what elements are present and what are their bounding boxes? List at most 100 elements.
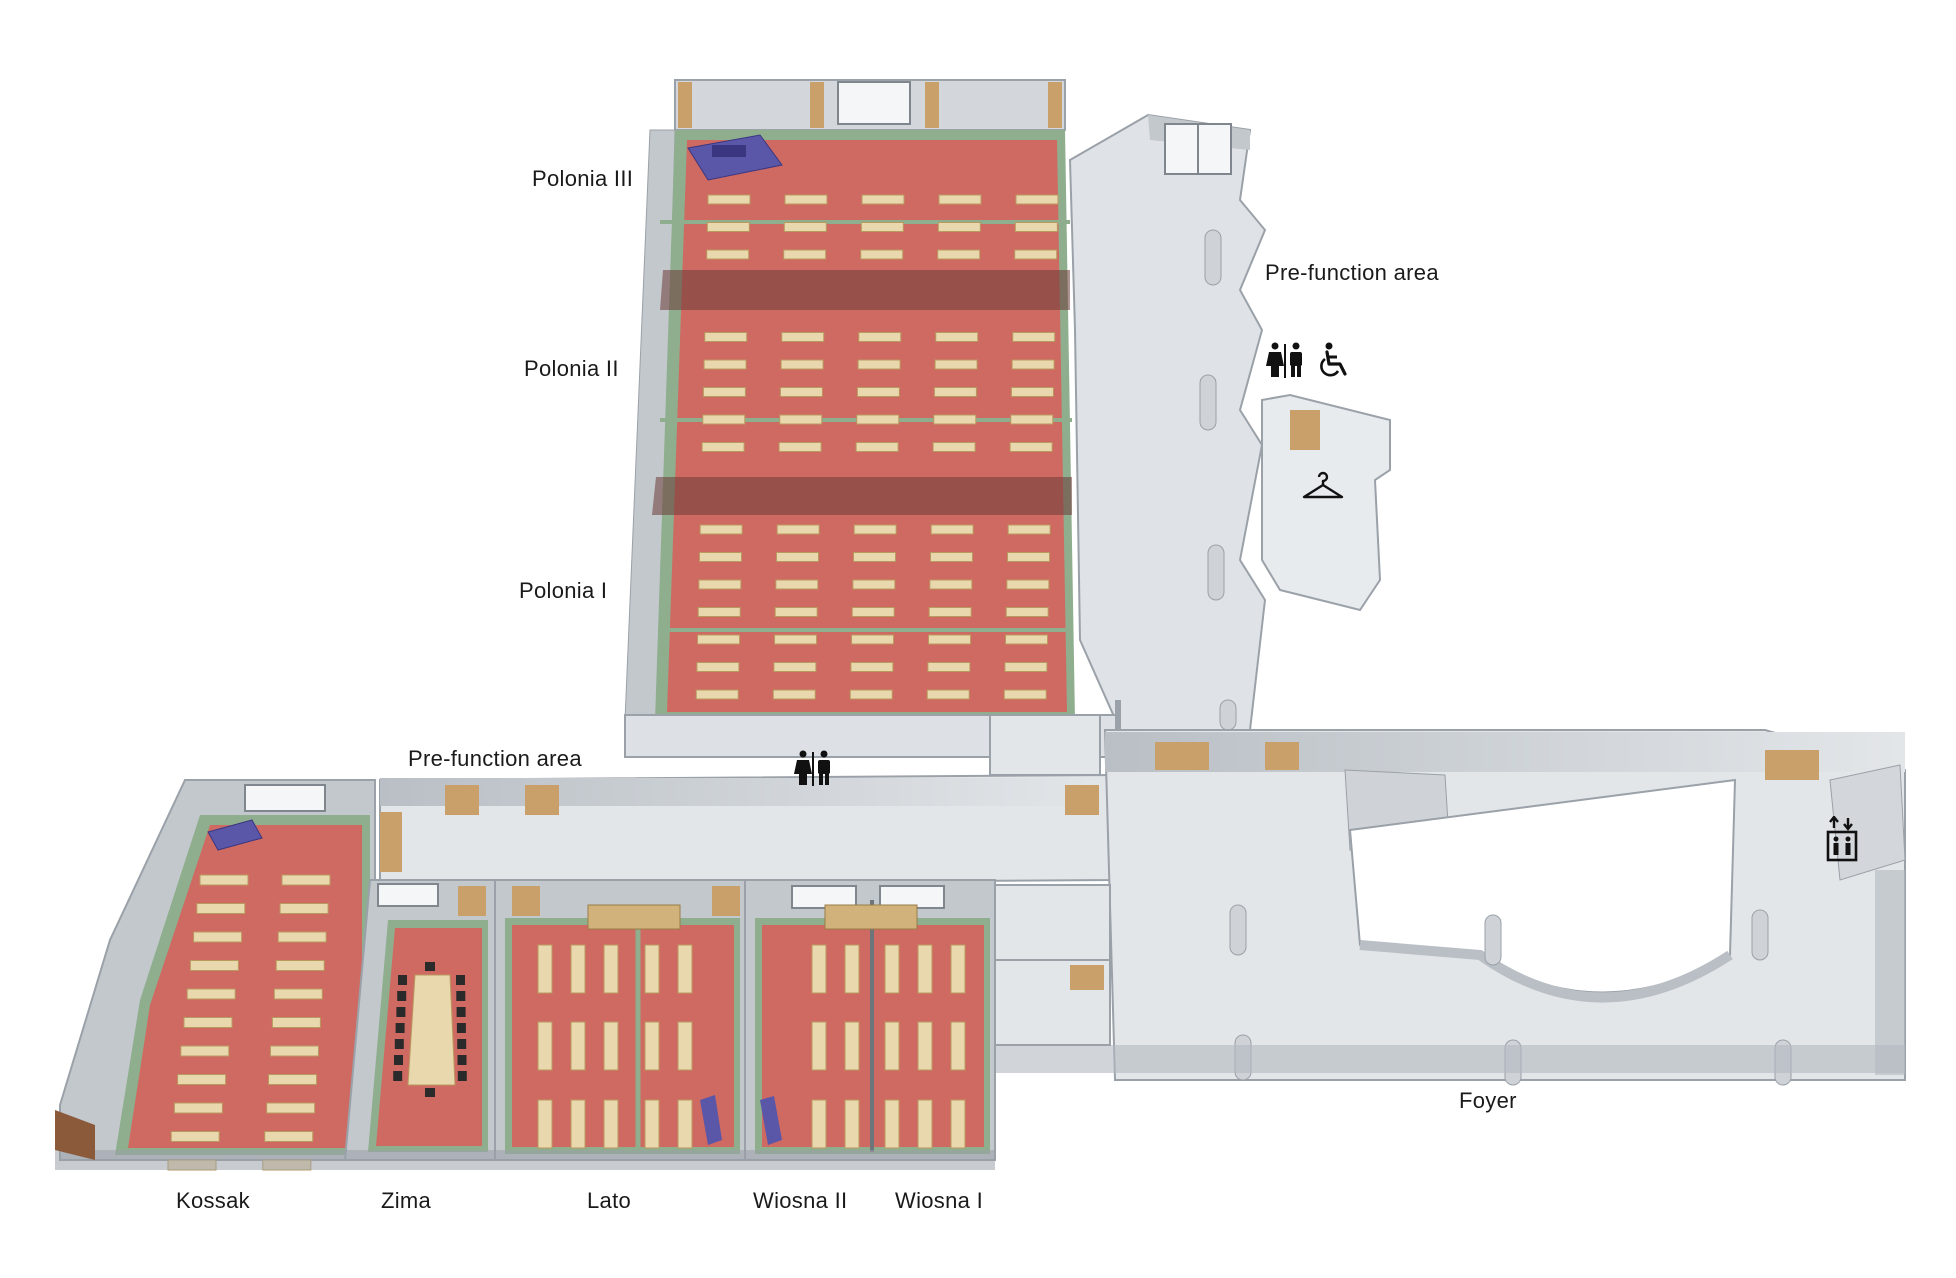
table xyxy=(917,1099,933,1149)
south-facade xyxy=(55,1150,995,1170)
table xyxy=(929,579,973,590)
table xyxy=(199,874,249,886)
table xyxy=(1010,387,1054,397)
table xyxy=(778,442,822,452)
table xyxy=(603,1021,619,1071)
chair xyxy=(456,1007,466,1017)
table xyxy=(776,552,820,562)
table xyxy=(779,414,823,425)
chair xyxy=(393,1071,403,1081)
table xyxy=(273,988,323,1000)
table xyxy=(183,1017,233,1028)
label-foyer: Foyer xyxy=(1459,1088,1517,1113)
table xyxy=(932,442,976,452)
table xyxy=(774,607,818,617)
chair xyxy=(457,1055,467,1065)
table xyxy=(279,903,329,914)
table xyxy=(1005,607,1049,617)
wiosna-rooms xyxy=(744,879,996,1161)
table xyxy=(930,552,974,562)
table xyxy=(1012,332,1056,342)
table xyxy=(701,442,745,452)
chair xyxy=(397,991,407,1001)
table xyxy=(860,249,904,260)
table xyxy=(783,249,827,260)
table xyxy=(603,1099,619,1149)
table xyxy=(699,552,743,562)
table xyxy=(275,960,325,971)
table xyxy=(861,194,905,205)
restroom-icon xyxy=(1265,342,1305,378)
table xyxy=(850,662,894,672)
table xyxy=(917,944,933,994)
table xyxy=(702,414,746,425)
chair xyxy=(425,962,435,971)
label-lato: Lato xyxy=(587,1188,632,1213)
table xyxy=(937,249,981,260)
zima-chairs xyxy=(393,962,467,1097)
table xyxy=(644,1021,660,1071)
chair xyxy=(457,1071,467,1081)
table xyxy=(180,1045,230,1057)
table xyxy=(779,387,823,397)
table xyxy=(570,944,586,994)
table xyxy=(193,931,243,943)
table xyxy=(844,944,860,994)
table xyxy=(917,1021,933,1071)
table xyxy=(537,1021,553,1071)
table xyxy=(697,607,741,617)
table xyxy=(853,552,897,562)
table xyxy=(281,874,331,886)
table xyxy=(851,607,895,617)
table xyxy=(775,579,819,590)
table xyxy=(934,359,978,370)
table xyxy=(772,689,816,700)
table xyxy=(811,1021,827,1071)
table xyxy=(884,1099,900,1149)
table xyxy=(170,1131,220,1142)
lato-tables xyxy=(537,944,693,1149)
east-corridor xyxy=(1068,113,1391,731)
table xyxy=(677,944,693,994)
table xyxy=(774,634,818,645)
table xyxy=(849,689,893,700)
table xyxy=(696,662,740,672)
label-wiosna-i: Wiosna I xyxy=(895,1188,983,1213)
table xyxy=(644,1099,660,1149)
table xyxy=(773,662,817,672)
chair xyxy=(394,1039,404,1049)
table xyxy=(1010,414,1054,425)
chair xyxy=(396,1007,406,1017)
table xyxy=(677,1099,693,1149)
table xyxy=(1006,579,1050,590)
table xyxy=(189,960,239,971)
table xyxy=(703,359,747,370)
foyer-area xyxy=(990,729,1906,1086)
table xyxy=(1009,442,1053,452)
table xyxy=(884,944,900,994)
table xyxy=(853,524,897,535)
table xyxy=(1004,662,1048,672)
table xyxy=(264,1131,314,1142)
table xyxy=(1005,634,1049,645)
table xyxy=(1007,524,1051,535)
table xyxy=(1011,359,1055,370)
table xyxy=(271,1017,321,1028)
chair xyxy=(456,991,466,1001)
label-zima: Zima xyxy=(381,1188,432,1213)
table xyxy=(537,944,553,994)
table xyxy=(938,194,982,205)
table xyxy=(177,1074,227,1085)
table xyxy=(570,1021,586,1071)
label-wiosna-ii: Wiosna II xyxy=(753,1188,848,1213)
table xyxy=(677,1021,693,1071)
table xyxy=(950,944,966,994)
table xyxy=(950,1021,966,1071)
table xyxy=(780,359,824,370)
chair xyxy=(395,1023,405,1033)
table xyxy=(935,332,979,342)
label-polonia-iii: Polonia III xyxy=(532,166,634,191)
table xyxy=(783,222,827,232)
table xyxy=(173,1102,223,1114)
